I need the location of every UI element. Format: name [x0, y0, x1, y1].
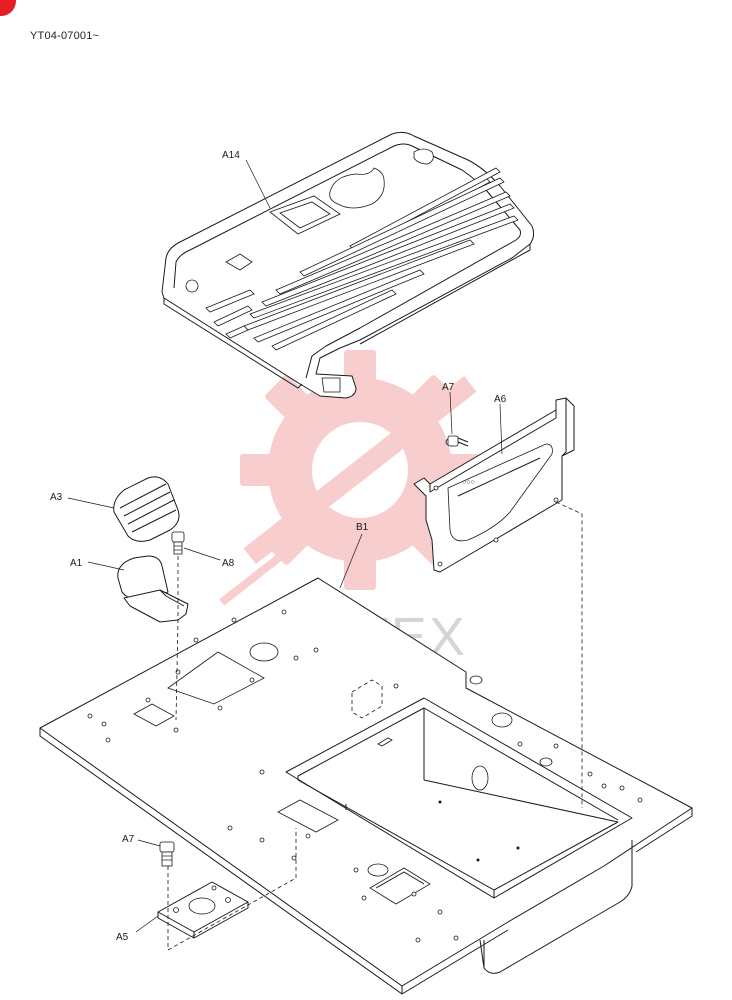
- leader-a8: [183, 547, 221, 561]
- floor-plate-b1: [39, 577, 693, 995]
- plate-cutout-slot: [277, 799, 339, 833]
- leader-b1: [339, 533, 363, 589]
- leader-a14: [245, 159, 271, 209]
- bolt-a7-top: [445, 435, 469, 447]
- pedal-pad-a3: [113, 476, 180, 542]
- callout-b1: B1: [356, 522, 369, 533]
- bolt-a7-bottom: [159, 841, 175, 867]
- plate-cutout-large: [167, 651, 265, 705]
- leader-a7-top: [449, 391, 453, 435]
- bracket-a6: ○○○: [413, 397, 575, 573]
- leader-a6: [499, 403, 503, 455]
- floor-mat-a14: [161, 131, 535, 399]
- callout-a8: A8: [222, 558, 235, 569]
- callout-a6: A6: [494, 394, 507, 405]
- callout-a14: A14: [222, 150, 240, 161]
- assembly-lines: [167, 501, 583, 951]
- bracket-marking: ○○○: [462, 479, 475, 486]
- watermark-logo: [219, 350, 480, 606]
- document-code: YT04-07001~: [30, 30, 100, 42]
- bolt-a8: [171, 531, 185, 555]
- plate-bolt-holes: [87, 609, 643, 943]
- callout-a7-top: A7: [442, 382, 455, 393]
- plate-cutout-bottom: [369, 867, 431, 905]
- callout-a1: A1: [70, 558, 83, 569]
- leader-a3: [67, 497, 115, 509]
- plate-a5: [157, 881, 249, 939]
- leader-a5: [135, 915, 159, 933]
- mat-ribs: [205, 167, 519, 351]
- leader-a7-bottom: [137, 839, 161, 847]
- callout-a7-bottom: A7: [122, 834, 135, 845]
- pedal-a1: [117, 555, 189, 623]
- plate-cutout-small: [133, 703, 175, 727]
- leader-a1: [87, 561, 125, 571]
- callout-a3: A3: [50, 492, 63, 503]
- callout-a5: A5: [116, 932, 129, 943]
